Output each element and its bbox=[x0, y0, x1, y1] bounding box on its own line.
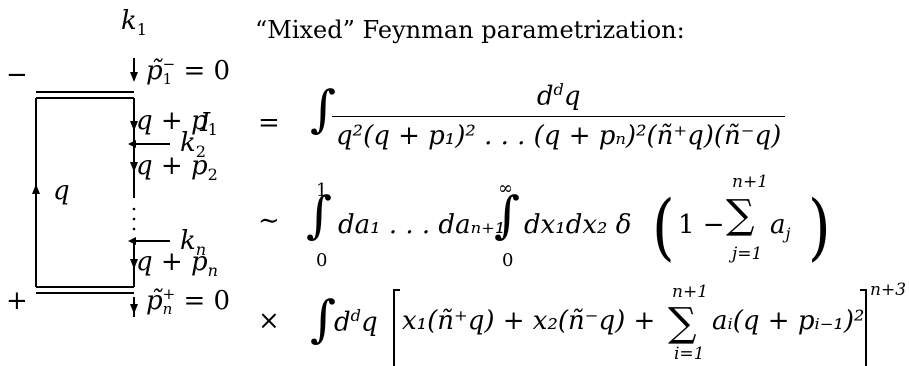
equation-sim: ∼ bbox=[258, 206, 280, 236]
plus-sign: + bbox=[6, 286, 28, 316]
equation-lhs: I bbox=[200, 108, 211, 138]
a-j-term: aj bbox=[770, 210, 791, 244]
dot-3 bbox=[132, 227, 136, 231]
ddq-measure: ddq bbox=[334, 306, 378, 338]
qp2-label: q + p2 bbox=[136, 151, 218, 185]
da-measure: da₁ . . . daₙ₊₁ bbox=[338, 210, 506, 240]
fraction-denominator: q²(q + p₁)² . . . (q + pₙ)²(ñ⁺q)(ñ⁻q) bbox=[332, 115, 786, 151]
equation-equals: = bbox=[258, 108, 280, 138]
integral-3: ∫ bbox=[494, 186, 521, 244]
arrow-q bbox=[32, 184, 40, 194]
bracket-body: x₁(ñ⁺q) + x₂(ñ⁻q) + bbox=[402, 306, 656, 336]
title: “Mixed” Feynman parametrization: bbox=[255, 16, 685, 44]
qpn-label: q + pn bbox=[136, 247, 218, 281]
sum2-upper: n+1 bbox=[672, 282, 709, 302]
integral-2: ∫ bbox=[306, 186, 333, 244]
arrow-pn bbox=[130, 304, 138, 314]
equation-times: × bbox=[258, 306, 280, 336]
sum1-lower: j=1 bbox=[732, 244, 763, 264]
top-condition: p̃−1 = 0 bbox=[146, 55, 231, 88]
arrow-k1 bbox=[130, 72, 138, 82]
sum2-sigma: ∑ bbox=[668, 300, 697, 346]
one-minus: 1 − bbox=[678, 210, 725, 240]
a-upper-limit: 1 bbox=[316, 180, 328, 201]
q-label: q bbox=[53, 176, 70, 206]
minus-sign: − bbox=[6, 60, 28, 90]
left-bracket bbox=[393, 289, 400, 366]
arrow-qp1 bbox=[130, 121, 138, 131]
arrow-k2 bbox=[128, 140, 136, 148]
a-lower-limit: 0 bbox=[316, 250, 328, 271]
arrow-qpn bbox=[130, 259, 138, 269]
integral-1: ∫ bbox=[310, 80, 337, 138]
arrow-qp2 bbox=[130, 162, 138, 172]
dot-2 bbox=[132, 217, 136, 221]
left-paren: ( bbox=[652, 184, 675, 269]
sum1-upper: n+1 bbox=[732, 172, 769, 192]
right-paren: ) bbox=[808, 184, 831, 269]
kn-label: kn bbox=[180, 226, 207, 260]
integral-4: ∫ bbox=[310, 290, 337, 348]
a-i-term: aᵢ(q + pᵢ₋₁)² bbox=[712, 306, 865, 336]
sum1-sigma: ∑ bbox=[726, 192, 755, 238]
right-bracket bbox=[860, 289, 867, 366]
sum2-lower: i=1 bbox=[674, 344, 705, 364]
k2-label: k2 bbox=[180, 128, 207, 162]
arrow-kn bbox=[128, 237, 136, 245]
x-lower-limit: 0 bbox=[502, 250, 514, 271]
power-exponent: n+3 bbox=[870, 280, 907, 300]
dx-measure: dx₁dx₂ δ bbox=[524, 210, 632, 240]
x-upper-limit: ∞ bbox=[498, 178, 513, 199]
k1-label: k1 bbox=[121, 6, 148, 40]
fraction-1: ddq q²(q + p₁)² . . . (q + pₙ)²(ñ⁺q)(ñ⁻q… bbox=[332, 80, 786, 151]
dot-1 bbox=[132, 207, 136, 211]
qp1-label: q + p1 bbox=[136, 106, 218, 140]
bottom-condition: p̃+n = 0 bbox=[146, 285, 231, 318]
